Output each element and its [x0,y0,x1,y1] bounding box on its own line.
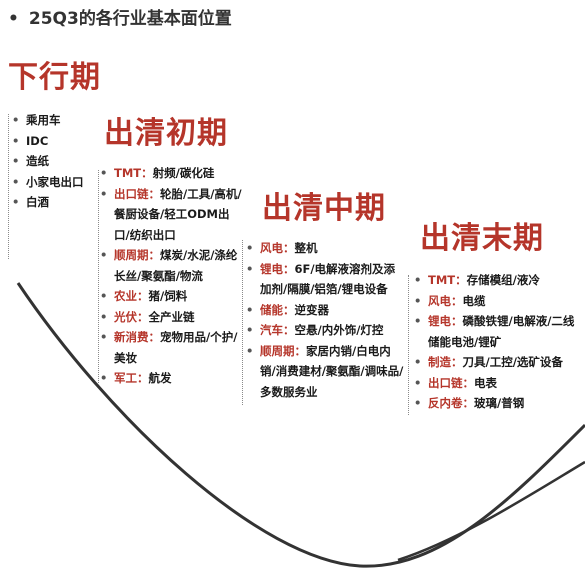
separator-line-2 [98,170,99,385]
stage-list-mid-clearing: 风电：整机 锂电：6F/电解液溶剂及添加剂/隔膜/铝箔/锂电设备 储能：逆变器 … [246,238,406,402]
list-item: 储能：逆变器 [246,300,406,321]
list-item: IDC [12,131,94,152]
list-item: TMT：射频/碳化硅 [100,163,242,184]
bullet-icon: • [8,9,19,29]
cycle-curve-lower [397,460,585,562]
separator-line-4 [408,275,409,415]
list-item: 出口链：电表 [414,373,580,394]
list-item: 农业：猪/饲料 [100,286,242,307]
list-item: 新消费：宠物用品/个护/美妆 [100,327,242,368]
list-item: 风电：电缆 [414,291,580,312]
list-item: 制造：刀具/工控/选矿设备 [414,352,580,373]
stage-title-mid-clearing: 出清中期 [262,191,386,226]
stage-list-downturn: 乘用车 IDC 造纸 小家电出口 白酒 [12,110,94,213]
page-title: • 25Q3的各行业基本面位置 [8,4,232,29]
list-item: 风电：整机 [246,238,406,259]
list-item: 出口链：轮胎/工具/高机/餐厨设备/轻工ODM出口/纺织出口 [100,184,242,246]
list-item: TMT：存储模组/液冷 [414,270,580,291]
list-item: 光伏：全产业链 [100,307,242,328]
list-item: 小家电出口 [12,172,94,193]
separator-line-1 [8,114,9,259]
list-item: 造纸 [12,151,94,172]
page-title-text: 25Q3的各行业基本面位置 [28,9,232,29]
stage-list-early-clearing: TMT：射频/碳化硅 出口链：轮胎/工具/高机/餐厨设备/轻工ODM出口/纺织出… [100,163,242,389]
list-item: 反内卷：玻璃/普钢 [414,393,580,414]
separator-line-3 [242,240,243,405]
list-item: 顺周期：煤炭/水泥/涤纶长丝/聚氨酯/物流 [100,245,242,286]
list-item: 锂电：6F/电解液溶剂及添加剂/隔膜/铝箔/锂电设备 [246,259,406,300]
list-item: 乘用车 [12,110,94,131]
list-item: 汽车：空悬/内外饰/灯控 [246,320,406,341]
stage-title-downturn: 下行期 [8,60,101,95]
cycle-curve-main [16,282,585,568]
list-item: 顺周期：家居内销/白电内销/消费建材/聚氨酯/调味品/多数服务业 [246,341,406,403]
stage-title-early-clearing: 出清初期 [104,116,228,151]
list-item: 军工：航发 [100,368,242,389]
stage-list-late-clearing: TMT：存储模组/液冷 风电：电缆 锂电：磷酸铁锂/电解液/二线储能电池/锂矿 … [414,270,580,414]
list-item: 锂电：磷酸铁锂/电解液/二线储能电池/锂矿 [414,311,580,352]
list-item: 白酒 [12,192,94,213]
stage-title-late-clearing: 出清末期 [420,221,544,256]
